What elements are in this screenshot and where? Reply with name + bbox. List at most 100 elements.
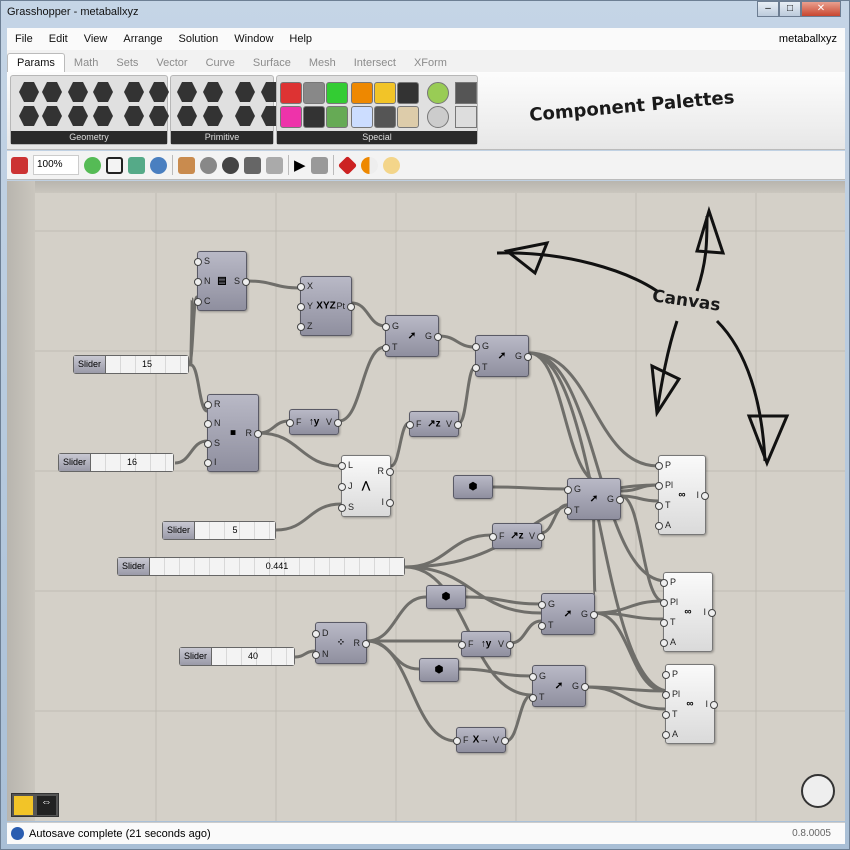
input-port[interactable]: F (406, 419, 422, 429)
palette-component-icon[interactable] (203, 106, 223, 126)
palette-component-icon[interactable] (326, 106, 348, 128)
palette-component-icon[interactable] (303, 106, 325, 128)
geometry-param-component[interactable]: ⬢ (419, 658, 459, 682)
slider-value[interactable]: 5 (195, 522, 275, 539)
palette-component-icon[interactable] (68, 106, 88, 126)
document-disabled-icon[interactable] (266, 156, 283, 174)
input-port[interactable]: P (659, 577, 677, 587)
input-port[interactable]: I (205, 457, 217, 468)
input-port[interactable]: F (286, 417, 302, 427)
output-port[interactable]: G (514, 351, 533, 361)
slider-value[interactable]: 15 (106, 356, 188, 373)
palette-component-icon[interactable] (203, 82, 223, 102)
input-port[interactable]: T (472, 361, 488, 372)
input-port[interactable]: Pl (654, 480, 674, 490)
input-port[interactable]: D (312, 627, 329, 638)
output-port[interactable]: G (606, 494, 625, 504)
output-port[interactable]: I (696, 490, 707, 500)
input-port[interactable]: T (655, 500, 671, 510)
tab-xform[interactable]: XForm (413, 57, 447, 69)
input-port[interactable]: R (204, 398, 221, 409)
output-port[interactable]: I (381, 496, 392, 507)
input-port[interactable]: F (489, 531, 505, 541)
palette-component-icon[interactable] (235, 106, 255, 126)
input-port[interactable]: G (381, 320, 400, 331)
box-icon[interactable] (178, 156, 195, 174)
input-port[interactable]: S (203, 437, 221, 448)
palette-component-icon[interactable] (124, 106, 144, 126)
menu-window[interactable]: Window (234, 33, 274, 45)
menu-arrange[interactable]: Arrange (123, 33, 163, 45)
input-port[interactable]: S (337, 501, 355, 512)
palette-component-icon[interactable] (235, 82, 255, 102)
maximize-button[interactable]: □ (779, 1, 801, 17)
palette-component-icon[interactable] (177, 82, 197, 102)
slider-value[interactable]: 40 (212, 648, 294, 665)
input-port[interactable]: Y (296, 301, 314, 311)
input-port[interactable]: T (538, 619, 554, 630)
input-port[interactable]: P (654, 460, 672, 470)
output-port[interactable]: V (497, 639, 515, 649)
input-port[interactable]: Pl (659, 597, 679, 607)
eye-icon[interactable] (150, 156, 167, 174)
align-icon[interactable]: ⇔ (37, 796, 56, 815)
output-port[interactable]: V (528, 531, 546, 541)
input-port[interactable]: N (204, 418, 221, 429)
palette-component-icon[interactable] (93, 82, 113, 102)
input-port[interactable]: G (471, 340, 490, 351)
geometry-param-component[interactable]: ⬢ (426, 585, 466, 609)
tab-sets[interactable]: Sets (116, 57, 139, 69)
input-port[interactable]: A (654, 520, 672, 530)
output-port[interactable]: I (703, 607, 714, 617)
palette-component-icon[interactable] (42, 82, 62, 102)
output-port[interactable]: V (445, 419, 463, 429)
palette-component-icon[interactable] (280, 106, 302, 128)
output-port[interactable]: V (492, 735, 510, 745)
close-button[interactable]: ✕ (801, 1, 841, 17)
input-port[interactable]: T (529, 691, 545, 702)
palette-component-icon[interactable] (397, 82, 419, 104)
output-port[interactable]: G (571, 681, 590, 691)
output-port[interactable]: R (377, 465, 393, 476)
slider-value[interactable]: 0.441 (150, 558, 404, 575)
input-port[interactable]: J (339, 481, 353, 491)
egg-icon[interactable] (382, 156, 400, 174)
input-port[interactable]: T (382, 341, 398, 352)
wireframe-icon[interactable] (222, 156, 239, 174)
input-port[interactable]: F (453, 735, 469, 745)
output-port[interactable]: Pt (336, 301, 355, 311)
output-port[interactable]: S (233, 276, 251, 286)
palette-component-icon[interactable] (177, 106, 197, 126)
palette-component-icon[interactable] (351, 82, 373, 104)
palette-component-icon[interactable] (19, 106, 39, 126)
palette-label[interactable]: Geometry (11, 131, 167, 144)
tab-curve[interactable]: Curve (205, 57, 235, 69)
bake-icon[interactable] (337, 155, 357, 175)
shade-icon[interactable] (360, 156, 378, 174)
minimize-button[interactable]: – (757, 1, 779, 17)
compass-widget[interactable] (801, 774, 835, 808)
input-port[interactable]: A (659, 637, 677, 647)
input-port[interactable]: G (563, 483, 582, 494)
menu-file[interactable]: File (15, 33, 33, 45)
play-icon[interactable]: ▶ (294, 157, 306, 174)
profiler-icon[interactable] (14, 796, 33, 815)
output-port[interactable]: I (705, 699, 716, 709)
input-port[interactable]: C (194, 296, 211, 306)
zoom-icon[interactable] (84, 156, 101, 174)
